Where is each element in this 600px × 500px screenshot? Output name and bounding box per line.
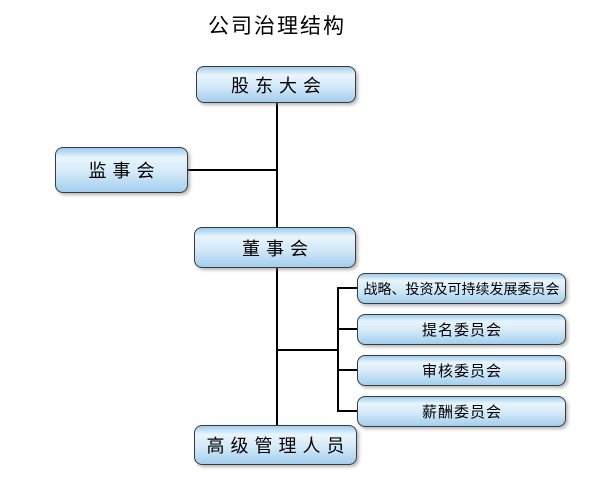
connector-shareholders-to-board — [276, 102, 278, 227]
connector-stub-nomination-committee — [339, 328, 357, 330]
org-node-label: 高级管理人员 — [206, 436, 351, 456]
org-node-shareholders-meeting: 股东大会 — [196, 66, 356, 103]
chart-title: 公司治理结构 — [208, 14, 346, 38]
org-node-board-of-supervisors: 监事会 — [55, 147, 188, 193]
connector-stub-remuneration-committee — [339, 410, 357, 412]
org-node-label: 审核委员会 — [421, 364, 502, 380]
connector-board-to-management — [276, 267, 278, 425]
connector-supervisors-link — [187, 169, 277, 171]
connector-committee-rail — [337, 287, 339, 412]
org-node-nomination-committee: 提名委员会 — [357, 314, 566, 345]
org-node-label: 提名委员会 — [421, 323, 502, 339]
org-node-remuneration-committee: 薪酬委员会 — [357, 396, 566, 427]
org-node-label: 董事会 — [242, 238, 314, 259]
org-node-board-of-directors: 董事会 — [194, 227, 356, 268]
org-node-label: 薪酬委员会 — [421, 405, 502, 421]
org-node-strategy-investment-sustainability-committee: 战略、投资及可持续发展委员会 — [357, 273, 566, 304]
org-node-label: 战略、投资及可持续发展委员会 — [363, 282, 560, 298]
connector-board-to-committees — [277, 349, 339, 351]
connector-stub-audit-committee — [339, 369, 357, 371]
org-node-senior-management: 高级管理人员 — [194, 425, 357, 465]
org-node-label: 股东大会 — [231, 75, 327, 96]
org-node-audit-committee: 审核委员会 — [357, 355, 566, 386]
connector-stub-strategy-committee — [339, 287, 357, 289]
org-node-label: 监事会 — [88, 161, 161, 181]
